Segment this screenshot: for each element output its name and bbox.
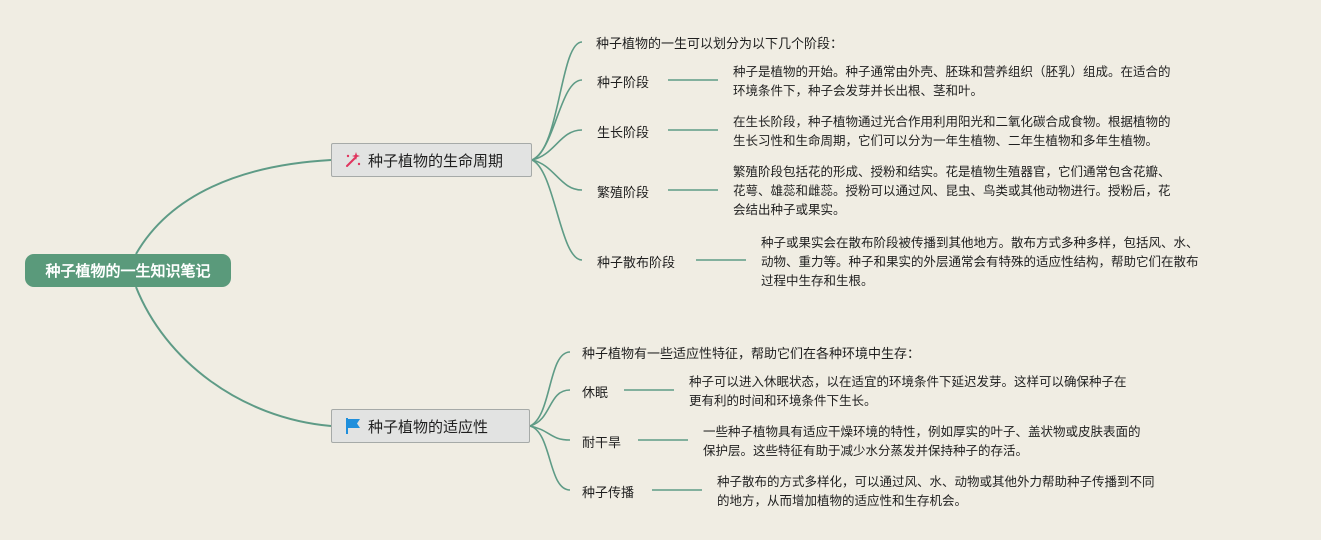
trait-desc-dormancy[interactable]: 种子可以进入休眠状态，以在适宜的环境条件下延迟发芽。这样可以确保种子在 更有利的… xyxy=(689,374,1127,408)
stage-desc-reproduction[interactable]: 繁殖阶段包括花的形成、授粉和结实。花是植物生殖器官，它们通常包含花瓣、 花萼、雄… xyxy=(733,164,1171,217)
trait-desc-drought[interactable]: 一些种子植物具有适应干燥环境的特性，例如厚实的叶子、盖状物或皮肤表面的 保护层。… xyxy=(703,424,1141,458)
branch-lifecycle[interactable]: 种子植物的生命周期 xyxy=(331,143,532,177)
root-topic[interactable]: 种子植物的一生知识笔记 xyxy=(25,254,231,287)
trait-label-dispersal[interactable]: 种子传播 xyxy=(582,486,635,501)
stage-label-growth[interactable]: 生长阶段 xyxy=(597,126,650,141)
trait-label-drought[interactable]: 耐干旱 xyxy=(582,436,622,451)
stage-desc-seed[interactable]: 种子是植物的开始。种子通常由外壳、胚珠和营养组织（胚乳）组成。在适合的 环境条件… xyxy=(733,64,1171,98)
trait-desc-dispersal[interactable]: 种子散布的方式多样化，可以通过风、水、动物或其他外力帮助种子传播到不同 的地方，… xyxy=(717,474,1155,508)
adaptation-intro[interactable]: 种子植物有一些适应性特征，帮助它们在各种环境中生存： xyxy=(582,347,921,362)
connector-adaptation-trait-2 xyxy=(529,425,571,441)
connector-adaptation-intro xyxy=(529,351,571,427)
branch-lifecycle-label: 种子植物的生命周期 xyxy=(368,151,504,170)
flag-icon xyxy=(344,417,362,435)
connector-adaptation-trait-1 xyxy=(529,389,571,427)
connector-adaptation-trait-3 xyxy=(529,425,571,491)
stage-desc-growth[interactable]: 在生长阶段，种子植物通过光合作用利用阳光和二氧化碳合成食物。根据植物的 生长习性… xyxy=(733,114,1171,148)
branch-adaptation-label: 种子植物的适应性 xyxy=(368,417,489,436)
magic-wand-icon xyxy=(344,151,362,169)
lifecycle-intro[interactable]: 种子植物的一生可以划分为以下几个阶段： xyxy=(596,37,844,52)
stage-label-reproduction[interactable]: 繁殖阶段 xyxy=(597,186,650,201)
trait-label-dormancy[interactable]: 休眠 xyxy=(582,386,609,401)
connector-root-adaptation xyxy=(135,286,332,427)
stage-label-dispersal[interactable]: 种子散布阶段 xyxy=(597,256,676,271)
connector-lifecycle-stage-4 xyxy=(531,159,583,261)
connector-lifecycle-stage-2 xyxy=(531,129,583,161)
root-topic-label: 种子植物的一生知识笔记 xyxy=(45,262,211,280)
stage-desc-dispersal[interactable]: 种子或果实会在散布阶段被传播到其他地方。散布方式多种多样，包括风、水、 动物、重… xyxy=(761,235,1199,288)
connector-lifecycle-intro xyxy=(531,41,583,161)
connector-lifecycle-stage-1 xyxy=(531,79,583,161)
stage-label-seed[interactable]: 种子阶段 xyxy=(597,76,650,91)
connector-lifecycle-stage-3 xyxy=(531,159,583,191)
connector-root-lifecycle xyxy=(135,159,332,255)
branch-adaptation[interactable]: 种子植物的适应性 xyxy=(331,409,530,443)
